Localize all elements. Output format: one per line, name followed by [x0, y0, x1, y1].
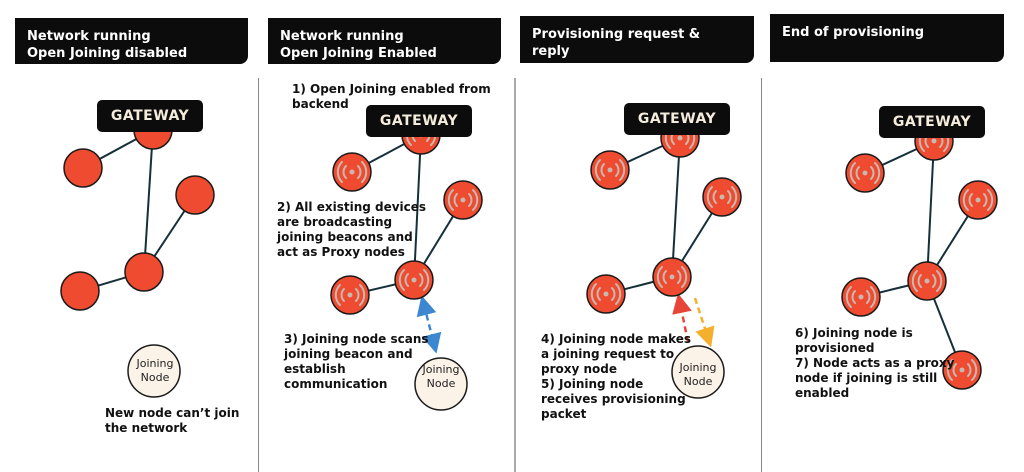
panel-1-header-line-2: Open Joining disabled	[27, 46, 188, 61]
network-link	[413, 134, 422, 281]
panel-2-note-step-3: 3) Joining node scans joining beacon and…	[284, 332, 429, 392]
note-line: establish	[284, 362, 346, 376]
panel-1-note: New node can’t join the network	[105, 406, 239, 436]
proxy-node	[907, 261, 947, 301]
panel-divider-3	[761, 78, 762, 472]
panel-4-note-steps-6-7: 6) Joining node is provisioned 7) Node a…	[795, 326, 954, 401]
panel-3-header-line-1: Provisioning request & reply	[532, 27, 701, 59]
panel-divider-2	[514, 78, 516, 472]
network-node	[330, 275, 370, 315]
joining-node-label-line: Node	[426, 377, 456, 390]
note-line: receives provisioning	[541, 392, 686, 406]
gateway-label: GATEWAY	[879, 106, 985, 138]
broadcast-icon	[962, 189, 994, 211]
joining-node-label-line: Joining	[422, 363, 460, 376]
broadcast-icon	[334, 284, 366, 306]
proxy-node	[394, 260, 434, 300]
note-line: node if joining is still	[795, 371, 938, 385]
panel-4-header-line-1: End of provisioning	[782, 25, 925, 40]
note-line: enabled	[795, 386, 850, 400]
panel-2-note-step-2: 2) All existing devices are broadcasting…	[277, 200, 426, 260]
note-line: the network	[105, 421, 188, 435]
network-node	[443, 180, 483, 220]
proxy-node	[124, 252, 164, 292]
note-line: packet	[541, 407, 587, 421]
note-line: backend	[292, 97, 349, 111]
broadcast-icon	[590, 283, 622, 305]
broadcast-icon	[398, 269, 430, 291]
joining-node-label-line: Node	[140, 371, 170, 384]
note-line: 3) Joining node scans	[284, 332, 429, 346]
broadcast-icon	[845, 286, 877, 308]
panel-2-header-line-2: Open Joining Enabled	[280, 46, 437, 61]
note-line: New node can’t join	[105, 406, 240, 420]
note-line: proxy node	[541, 362, 618, 376]
broadcast-icon	[911, 270, 943, 292]
broadcast-icon	[336, 161, 368, 183]
panel-1-header: Network running Open Joining disabled	[15, 18, 248, 64]
broadcast-icon	[447, 189, 479, 211]
provisioned-node	[942, 350, 982, 390]
note-line: joining beacon and	[284, 347, 413, 361]
broadcast-icon	[594, 159, 626, 181]
note-line: communication	[284, 377, 388, 391]
network-node	[958, 180, 998, 220]
note-line: 5) Joining node	[541, 377, 644, 391]
gateway-label: GATEWAY	[624, 103, 730, 135]
message-arrow	[416, 295, 442, 354]
note-line: 6) Joining node is	[795, 326, 913, 340]
network-node	[60, 271, 100, 311]
broadcast-icon	[946, 359, 978, 381]
panel-2-note-step-1: 1) Open Joining enabled from backend	[292, 82, 491, 112]
note-line: 2) All existing devices	[277, 200, 427, 214]
gateway-label: GATEWAY	[97, 100, 203, 132]
network-link	[926, 140, 935, 282]
joining-node-label: Joining Node	[673, 361, 723, 389]
joining-node	[127, 344, 181, 398]
panel-4-header: End of provisioning	[770, 14, 1004, 62]
network-node	[175, 175, 215, 215]
network-link	[143, 129, 154, 273]
note-line: a joining request to	[541, 347, 675, 361]
gateway-label: GATEWAY	[366, 105, 472, 137]
network-link	[671, 137, 681, 278]
note-line: provisioned	[795, 341, 875, 355]
proxy-node	[652, 257, 692, 297]
panel-divider-1	[258, 78, 259, 472]
joining-node-label: Joining Node	[416, 363, 466, 391]
network-node	[332, 152, 372, 192]
joining-node-label-line: Joining	[136, 357, 174, 370]
panel-3-header: Provisioning request & reply	[520, 16, 754, 63]
message-arrow	[693, 297, 715, 348]
network-node	[845, 153, 885, 193]
joining-node	[671, 345, 725, 399]
note-line: joining beacons and	[277, 230, 413, 244]
broadcast-icon	[656, 266, 688, 288]
joining-node-label-line: Joining	[679, 361, 717, 374]
panel-2-header-line-1: Network running	[280, 29, 404, 44]
note-line: are broadcasting	[277, 215, 393, 229]
joining-node	[414, 357, 468, 411]
network-node	[586, 274, 626, 314]
note-line: 1) Open Joining enabled from	[292, 82, 491, 96]
message-arrow	[672, 293, 692, 343]
joining-node-label: Joining Node	[130, 357, 180, 385]
note-line: 4) Joining node makes	[541, 332, 692, 346]
panel-1-header-line-1: Network running	[27, 29, 151, 44]
panel-2-header: Network running Open Joining Enabled	[268, 18, 501, 64]
note-line: 7) Node acts as a proxy	[795, 356, 955, 370]
joining-node-label-line: Node	[683, 375, 713, 388]
network-node	[702, 177, 742, 217]
network-node	[63, 148, 103, 188]
broadcast-icon	[706, 186, 738, 208]
network-node	[590, 150, 630, 190]
panel-3-note-steps-4-5: 4) Joining node makes a joining request …	[541, 332, 691, 422]
network-node	[841, 277, 881, 317]
broadcast-icon	[849, 162, 881, 184]
note-line: act as Proxy nodes	[277, 245, 405, 259]
